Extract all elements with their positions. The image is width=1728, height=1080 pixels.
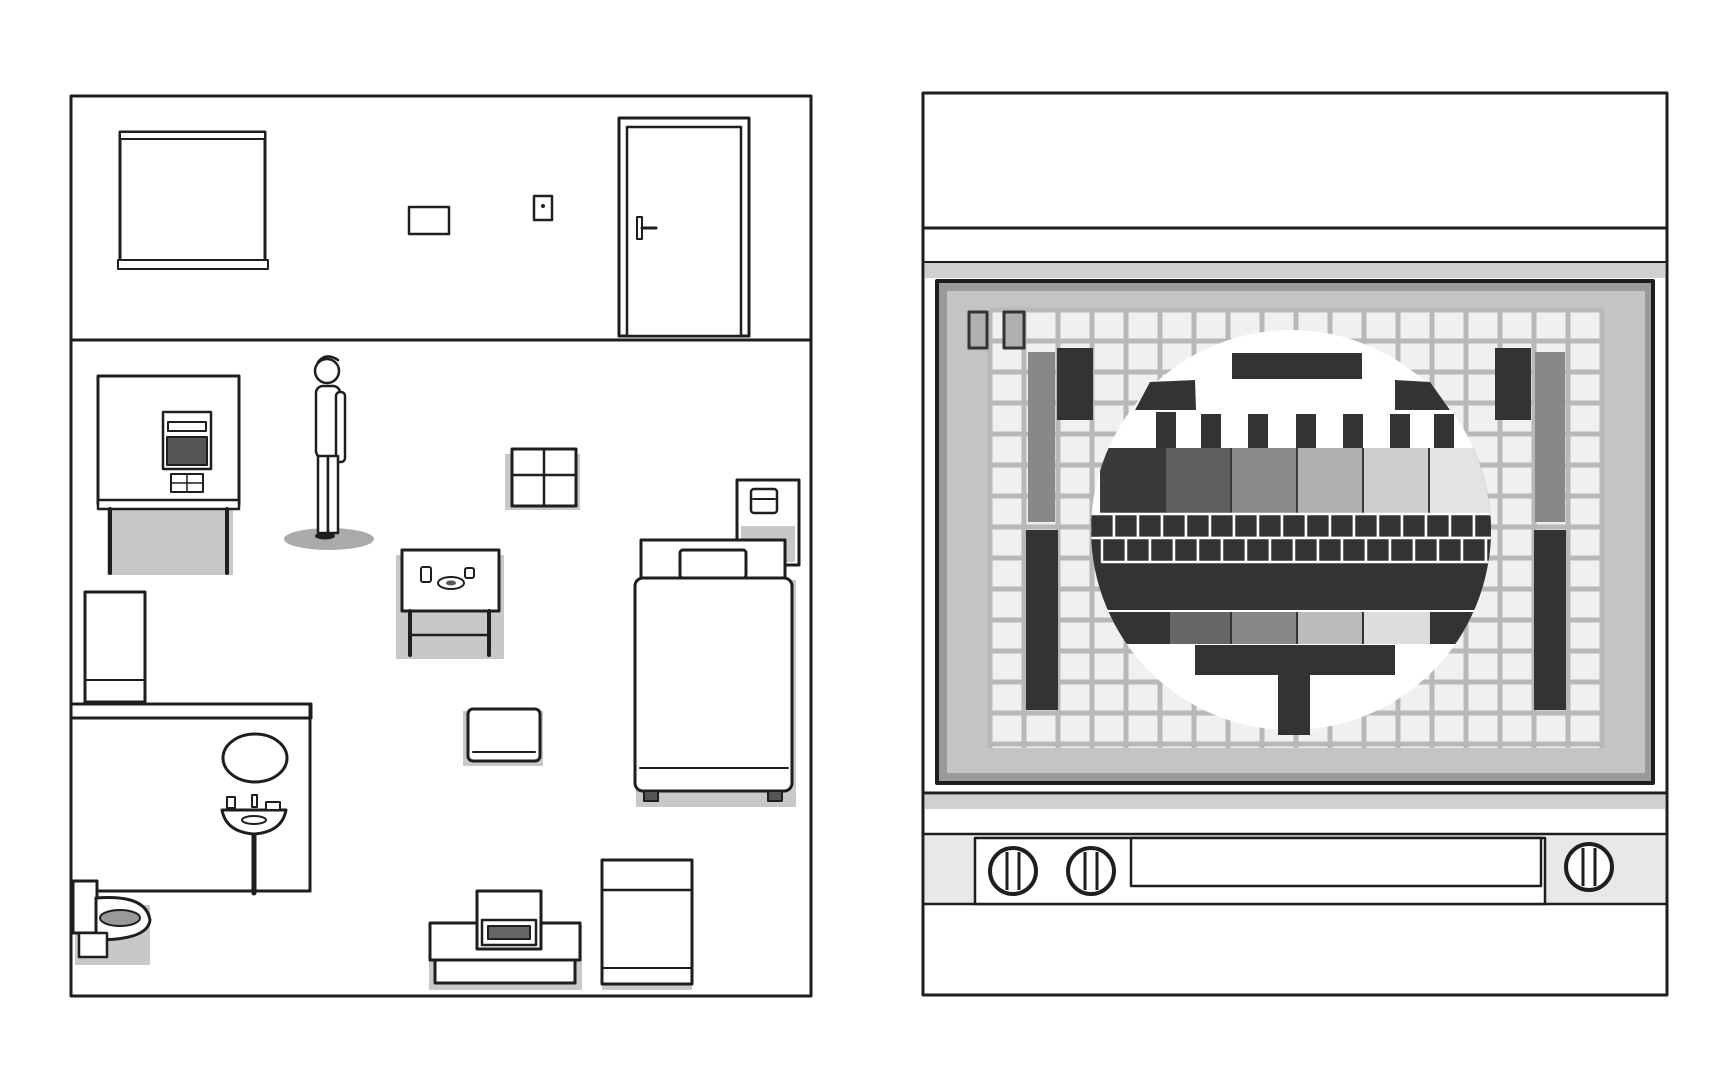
refrigerator[interactable] (600, 858, 694, 990)
mirror[interactable] (221, 732, 289, 784)
room-panel (69, 94, 813, 998)
bed[interactable] (633, 538, 796, 807)
pillow (678, 548, 748, 580)
desk-with-computer[interactable] (96, 374, 241, 575)
bathroom (69, 702, 313, 965)
tv-closeup-panel (921, 91, 1669, 997)
pause-icon (967, 310, 1026, 350)
washbasin[interactable] (220, 794, 288, 896)
floor-box[interactable] (505, 447, 580, 510)
intercom[interactable] (532, 194, 554, 222)
test-card-pattern (1091, 448, 1491, 644)
toilet[interactable] (71, 879, 152, 965)
stove[interactable] (428, 889, 582, 990)
light-switch[interactable] (407, 205, 451, 236)
tv-display-slot (1129, 836, 1543, 888)
wardrobe[interactable] (83, 590, 147, 704)
tv-knob-2[interactable] (1066, 846, 1116, 896)
player-character[interactable] (284, 355, 374, 550)
bathroom-counter (69, 702, 313, 720)
tv-knob-3[interactable] (1564, 842, 1614, 892)
window[interactable] (117, 130, 269, 270)
door[interactable] (617, 116, 751, 338)
telephone[interactable] (749, 487, 779, 515)
coffee-table[interactable] (396, 548, 504, 659)
tv-knob-1[interactable] (988, 846, 1038, 896)
test-card-marks (1026, 348, 1566, 735)
tv-on-floor[interactable] (463, 707, 543, 766)
